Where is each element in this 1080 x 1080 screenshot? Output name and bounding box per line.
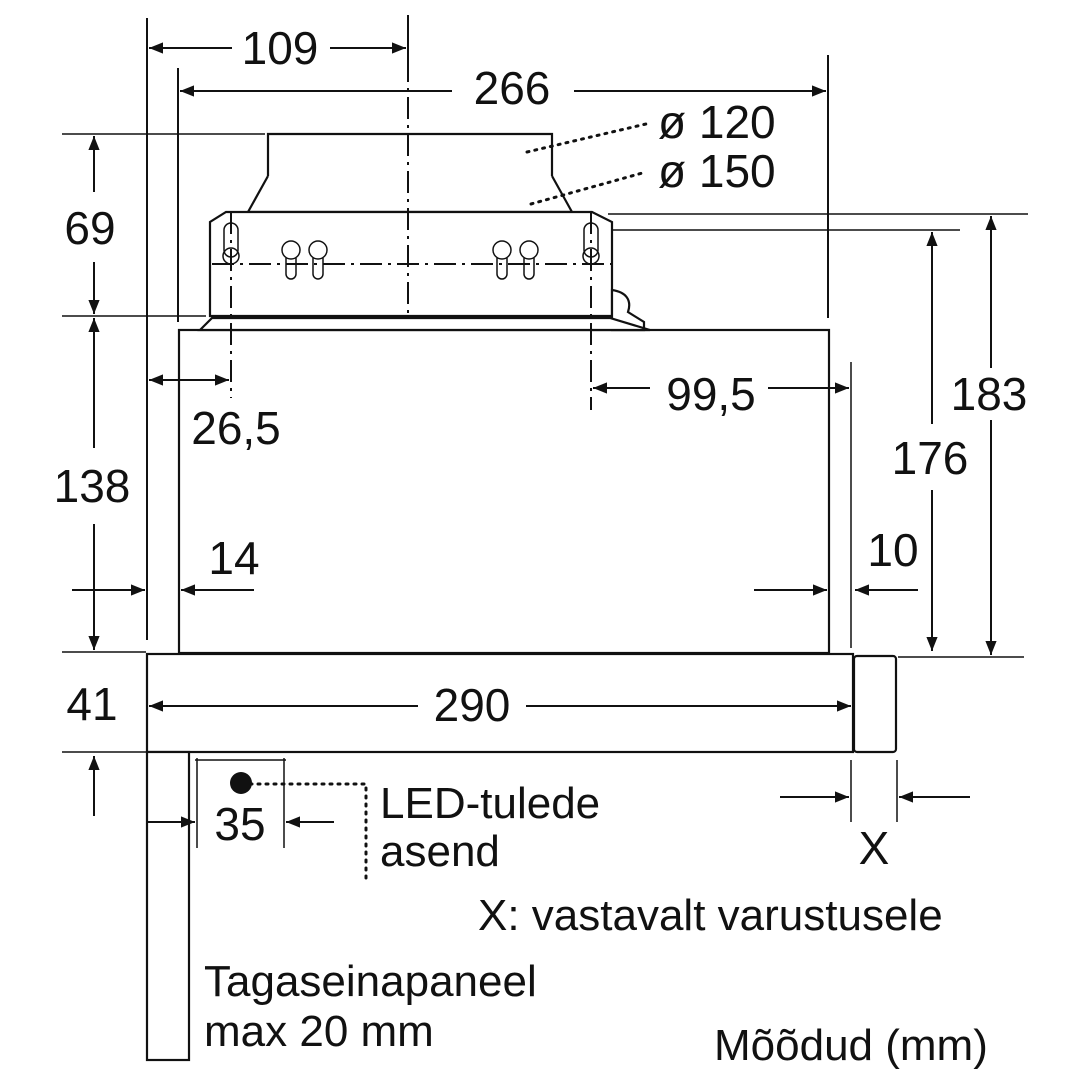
led-note-line1: LED-tulede [380,779,600,828]
led-note-line2: asend [380,827,500,876]
extension-lines [62,133,1028,848]
leader-lines [248,122,648,882]
wall-lines [146,15,829,640]
panel-note-line1: Tagaseinapaneel [204,957,537,1006]
x-note: X: vastavalt varustusele [478,891,943,940]
dimension-labels: 109 266 ø 120 ø 150 69 138 41 26,5 99,5 … [54,22,1028,874]
dim-138: 138 [54,460,131,512]
page-title: Mõõdud (mm) [714,1021,988,1070]
dim-x: X [859,822,890,874]
fan-unit [197,132,651,332]
dim-dia-150: ø 150 [658,145,776,197]
dim-183: 183 [951,368,1028,420]
dim-290: 290 [434,679,511,731]
dim-176: 176 [892,432,969,484]
dim-35: 35 [214,798,265,850]
dim-41: 41 [66,678,117,730]
dim-26-5: 26,5 [191,402,281,454]
led-position-marker [230,772,252,794]
dim-266: 266 [474,62,551,114]
dim-14: 14 [208,532,259,584]
panel-note-line2: max 20 mm [204,1007,434,1056]
dim-dia-120: ø 120 [658,96,776,148]
dim-69: 69 [64,202,115,254]
dimension-arrows [72,42,997,828]
hood-body [145,328,898,1062]
dim-10: 10 [867,524,918,576]
dim-99-5: 99,5 [666,368,756,420]
dim-109: 109 [242,22,319,74]
axis-lines [212,60,612,410]
notes: LED-tulede asend X: vastavalt varustusel… [204,779,988,1070]
